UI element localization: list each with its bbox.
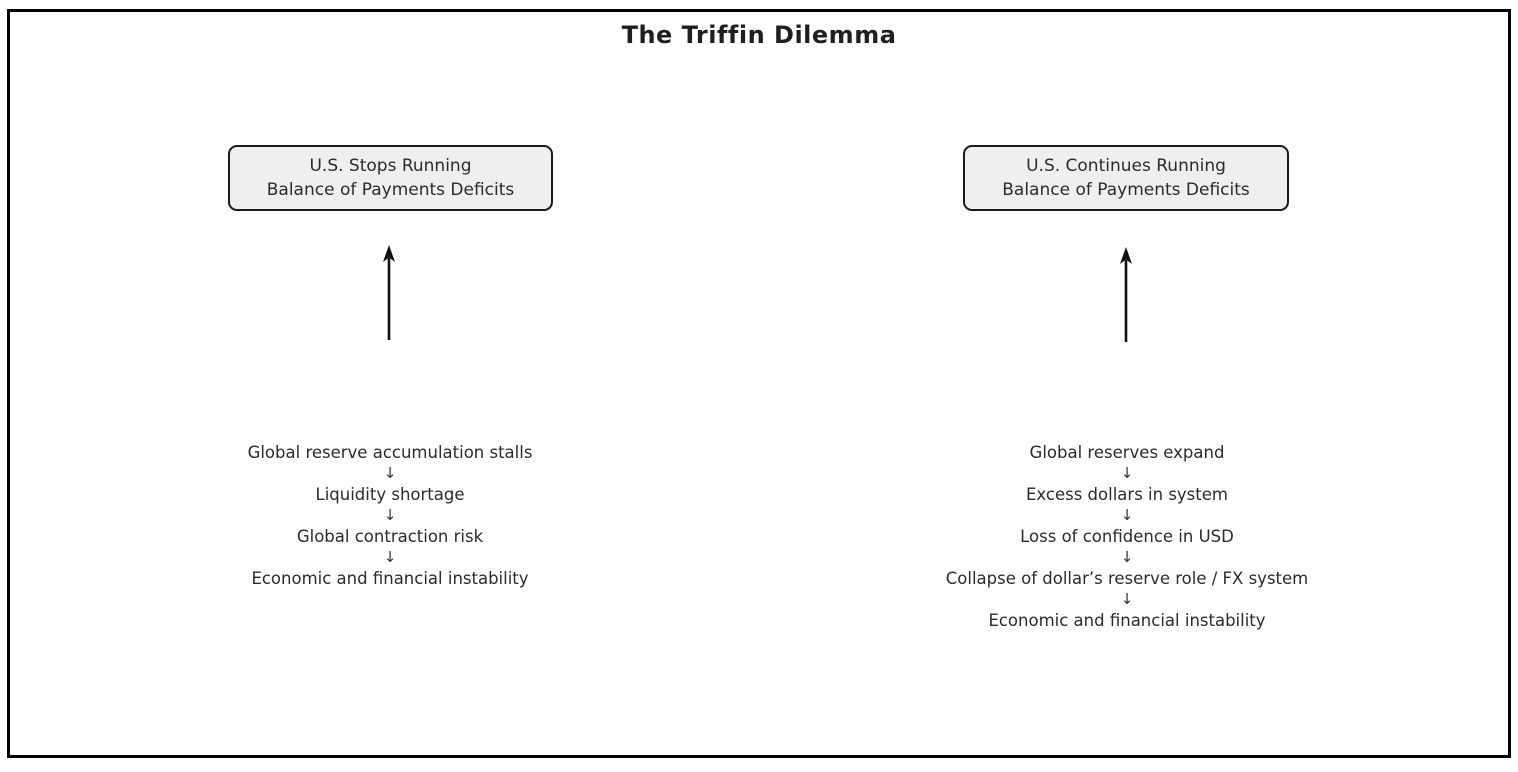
chain-step: Economic and financial instability [988, 611, 1266, 630]
down-arrow-icon: ↓ [1120, 548, 1134, 566]
chain-step: Loss of confidence in USD [1020, 527, 1234, 546]
chain-continues-deficits: Global reserves expand ↓ Excess dollars in… [887, 442, 1367, 631]
chain-step: Global contraction risk [296, 527, 484, 546]
chain-step: Global reserve accumulation stalls [247, 443, 533, 462]
diagram-frame [7, 9, 1511, 758]
chain-stops-deficits: Global reserve accumulation stalls ↓ Liqui… [150, 442, 630, 589]
diagram-title: The Triffin Dilemma [621, 21, 897, 49]
node-label-line1: U.S. Continues Running [1026, 156, 1226, 176]
down-arrow-icon: ↓ [1120, 506, 1134, 524]
node-us-stops-deficits: U.S. Stops Running Balance of Payments D… [228, 145, 553, 211]
node-label-line1: U.S. Stops Running [309, 156, 472, 176]
chain-step: Excess dollars in system [1026, 485, 1228, 504]
node-us-continues-deficits: U.S. Continues Running Balance of Paymen… [963, 145, 1289, 211]
chain-step: Economic and financial instability [251, 569, 529, 588]
down-arrow-icon: ↓ [383, 506, 397, 524]
chain-step: Global reserves expand [1029, 443, 1225, 462]
node-label-line2: Balance of Payments Deficits [266, 180, 515, 200]
node-label-line2: Balance of Payments Deficits [1002, 180, 1250, 200]
up-arrow-icon [1120, 247, 1132, 342]
down-arrow-icon: ↓ [1120, 464, 1134, 482]
down-arrow-icon: ↓ [1120, 590, 1134, 608]
chain-step: Collapse of dollar’s reserve role / FX s… [945, 569, 1309, 588]
chain-step: Liquidity shortage [315, 485, 465, 504]
down-arrow-icon: ↓ [383, 548, 397, 566]
down-arrow-icon: ↓ [383, 464, 397, 482]
up-arrow-icon [383, 245, 395, 340]
